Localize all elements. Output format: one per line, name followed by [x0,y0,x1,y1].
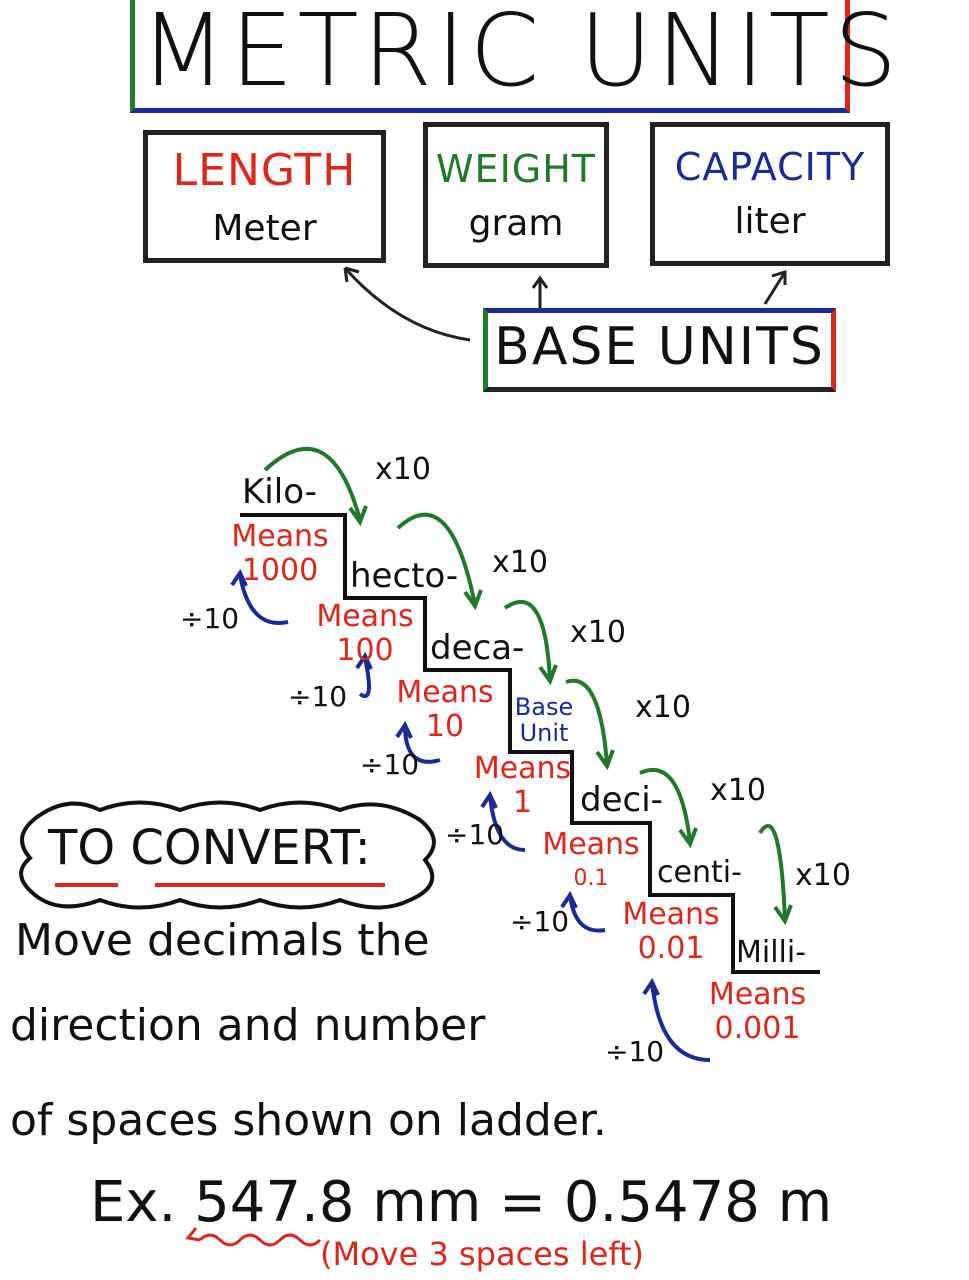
means-value: 10 [425,709,465,744]
example-squiggle [198,1233,322,1247]
title-bar [130,0,850,113]
capacity-box: CAPACITY liter [650,122,890,266]
multiply-label: x10 [570,615,626,650]
step-deca: deca- [430,628,525,668]
means-value: 1000 [241,553,319,588]
example-left: 547.8 mm [194,1170,482,1235]
multiply-label: x10 [492,545,548,580]
means-value: 100 [336,633,394,668]
arrow-to-length [343,267,471,342]
capacity-heading: CAPACITY [674,145,866,189]
arrow-to-capacity [763,269,787,305]
means-text: Means [622,897,720,932]
means-text: Means [473,751,572,786]
means-value: 0.1 [573,866,609,891]
divide-label: ÷10 [180,602,240,635]
arrow-to-weight [531,275,549,308]
length-heading: LENGTH [172,145,357,196]
base-units-box: BASE UNITS [483,308,836,392]
means-value: 0.01 [637,931,705,966]
length-box: LENGTH Meter [143,130,386,263]
means-text: Means [316,599,414,634]
divide-arrows [230,568,711,1062]
step-centi: centi- [657,855,742,890]
divide-label: ÷10 [445,818,505,851]
divide-label: ÷10 [288,680,348,713]
step-base-unit: Base Unit [514,693,574,747]
step-kilo: Kilo- [242,472,317,512]
step-milli: Milli- [736,935,807,970]
example-right: 0.5478 m [563,1170,833,1235]
means-value: 0.001 [714,1011,801,1046]
multiply-label: x10 [635,690,691,725]
means-text: Means [542,827,640,862]
length-unit: Meter [212,208,317,249]
step-hecto: hecto- [350,556,459,596]
multiply-label: x10 [795,858,851,893]
example-note: (Move 3 spaces left) [320,1235,645,1273]
means-text: Means [396,675,494,710]
example-line: Ex. 547.8 mm = 0.5478 m [90,1170,832,1235]
means-text: Means [708,977,807,1012]
weight-unit: gram [468,203,564,244]
convert-heading: TO CONVERT: [48,820,371,876]
means-deci: Means 0.1 [532,828,650,896]
capacity-unit: liter [734,201,806,242]
convert-line-1: Move decimals the [15,915,430,966]
means-value: 1 [512,785,533,820]
example-prefix: Ex. [90,1170,177,1235]
weight-box: WEIGHT gram [423,122,609,268]
means-text: Means [231,519,329,554]
convert-line-3: of spaces shown on ladder. [10,1095,607,1146]
divide-label: ÷10 [510,905,570,938]
convert-line-2: direction and number [10,1000,486,1051]
divide-label: ÷10 [360,748,420,781]
multiply-label: x10 [375,452,431,487]
step-deci: deci- [580,780,663,820]
base-units-label: BASE UNITS [494,317,825,377]
multiply-label: x10 [710,773,766,808]
multiply-arrows [263,446,793,926]
divide-label: ÷10 [605,1035,665,1068]
ladder-staircase [240,513,820,974]
convert-cloud [19,800,436,910]
weight-heading: WEIGHT [435,147,597,191]
example-equals: = [499,1170,547,1235]
page-title: METRIC UNITS [140,0,902,109]
